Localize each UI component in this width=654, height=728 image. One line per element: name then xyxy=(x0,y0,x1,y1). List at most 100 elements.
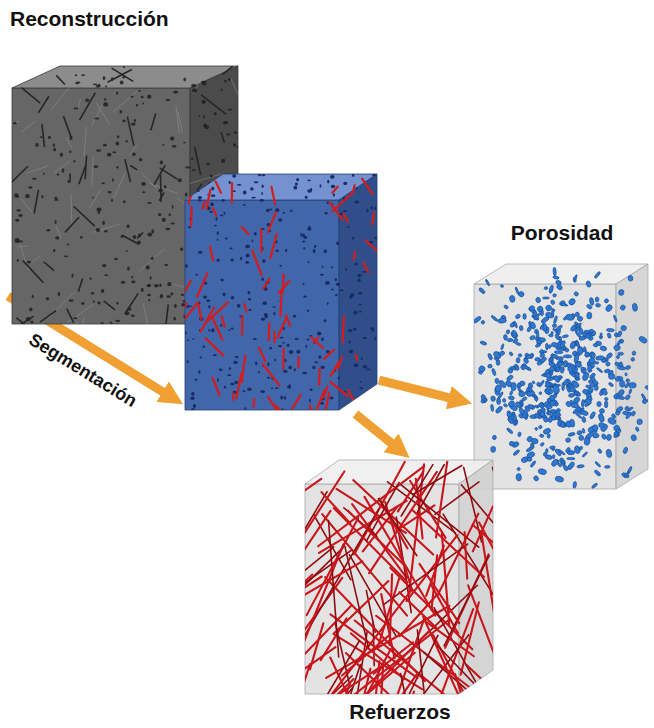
fiber-trace xyxy=(223,66,233,74)
pore-dot xyxy=(29,307,33,311)
pore-blob xyxy=(495,405,504,414)
pore-blob xyxy=(522,364,529,370)
pore-dot xyxy=(273,312,275,316)
pore-dot xyxy=(139,158,142,162)
fiber-line xyxy=(479,522,518,594)
pore-dot xyxy=(281,409,284,411)
pore-dot xyxy=(307,189,312,193)
pore-blob xyxy=(621,325,627,331)
fiber-trace xyxy=(21,88,40,103)
pore-blob xyxy=(473,315,482,323)
pore-dot xyxy=(308,261,310,263)
pore-dot xyxy=(172,145,177,147)
pore-dot xyxy=(170,222,175,224)
pore-dot xyxy=(293,315,296,318)
pore-dot xyxy=(234,381,238,384)
pore-dot xyxy=(198,251,202,254)
pore-dot xyxy=(261,192,263,195)
pore-dot xyxy=(252,239,254,242)
pore-dot xyxy=(146,265,150,269)
pore-dot xyxy=(221,159,225,163)
fiber-segment xyxy=(203,202,205,209)
pore-dot xyxy=(320,274,324,276)
pore-dot xyxy=(208,329,210,332)
pore-dot xyxy=(258,371,260,373)
fiber-line xyxy=(210,479,321,556)
fiber-line xyxy=(365,497,436,616)
pore-blob xyxy=(598,527,605,536)
pore-blob xyxy=(607,417,617,426)
pore-blob xyxy=(559,356,564,361)
fiber-segment xyxy=(263,279,269,289)
pore-dot xyxy=(192,169,196,171)
fiber-line xyxy=(413,465,462,494)
pore-dot xyxy=(104,98,106,101)
pore-blob xyxy=(543,452,547,456)
fiber-line xyxy=(219,574,313,663)
pore-blob xyxy=(567,383,571,387)
pore-dot xyxy=(352,173,354,177)
pore-blob xyxy=(596,356,605,361)
pore-blob xyxy=(596,367,603,373)
pore-blob xyxy=(585,431,594,440)
pore-dot xyxy=(170,137,174,141)
pore-dot xyxy=(228,329,230,331)
fiber-segment xyxy=(332,193,352,212)
pore-blob xyxy=(535,297,541,304)
pore-dot xyxy=(94,165,99,168)
pore-dot xyxy=(46,229,50,232)
pore-blob xyxy=(526,446,535,453)
pore-blob xyxy=(562,334,569,338)
pore-dot xyxy=(227,374,231,376)
pore-blob xyxy=(588,388,594,392)
pore-blob xyxy=(605,361,611,366)
fiber-segment xyxy=(343,316,344,342)
pore-blob xyxy=(553,375,561,384)
fiber-trace xyxy=(79,166,86,185)
pore-dot xyxy=(121,281,126,284)
pore-dot xyxy=(354,200,359,203)
cube-face xyxy=(339,174,377,410)
pore-blob xyxy=(613,344,621,352)
pore-dot xyxy=(303,295,307,297)
pore-blob xyxy=(539,410,546,417)
pore-blob xyxy=(579,325,582,328)
pore-dot xyxy=(326,201,329,204)
pore-dot xyxy=(216,217,218,221)
fiber-line xyxy=(436,462,447,538)
pore-dot xyxy=(329,397,333,400)
cube-illustration xyxy=(181,172,382,427)
pore-dot xyxy=(264,313,268,315)
pore-dot xyxy=(230,247,233,249)
pore-blob xyxy=(445,344,451,350)
fiber-segment xyxy=(331,382,348,396)
pore-blob xyxy=(553,294,557,297)
pore-blob xyxy=(621,472,630,479)
pore-dot xyxy=(131,122,136,125)
pore-blob xyxy=(549,446,555,450)
pore-dot xyxy=(234,131,237,134)
fiber-segment xyxy=(263,364,280,385)
fiber-segment xyxy=(252,251,261,275)
pore-dot xyxy=(314,245,316,248)
cube-face xyxy=(185,200,339,410)
pore-dot xyxy=(353,328,356,331)
pore-blob xyxy=(630,357,635,362)
fiber-segment xyxy=(271,187,275,204)
pore-dot xyxy=(69,150,71,152)
pore-dot xyxy=(57,173,60,175)
pore-blob xyxy=(556,410,560,418)
pore-blob xyxy=(574,361,581,368)
pore-dot xyxy=(261,174,265,176)
pore-blob xyxy=(527,404,534,409)
pore-blob xyxy=(631,434,637,441)
edge-label: Segmentación xyxy=(25,329,141,412)
pore-dot xyxy=(231,296,234,299)
pore-dot xyxy=(147,294,151,296)
fiber-trace xyxy=(34,190,38,214)
pore-blob xyxy=(605,304,614,313)
pore-dot xyxy=(92,196,94,198)
fiber-segment xyxy=(210,247,213,261)
fiber-trace xyxy=(67,309,74,323)
pore-blob xyxy=(551,490,558,498)
